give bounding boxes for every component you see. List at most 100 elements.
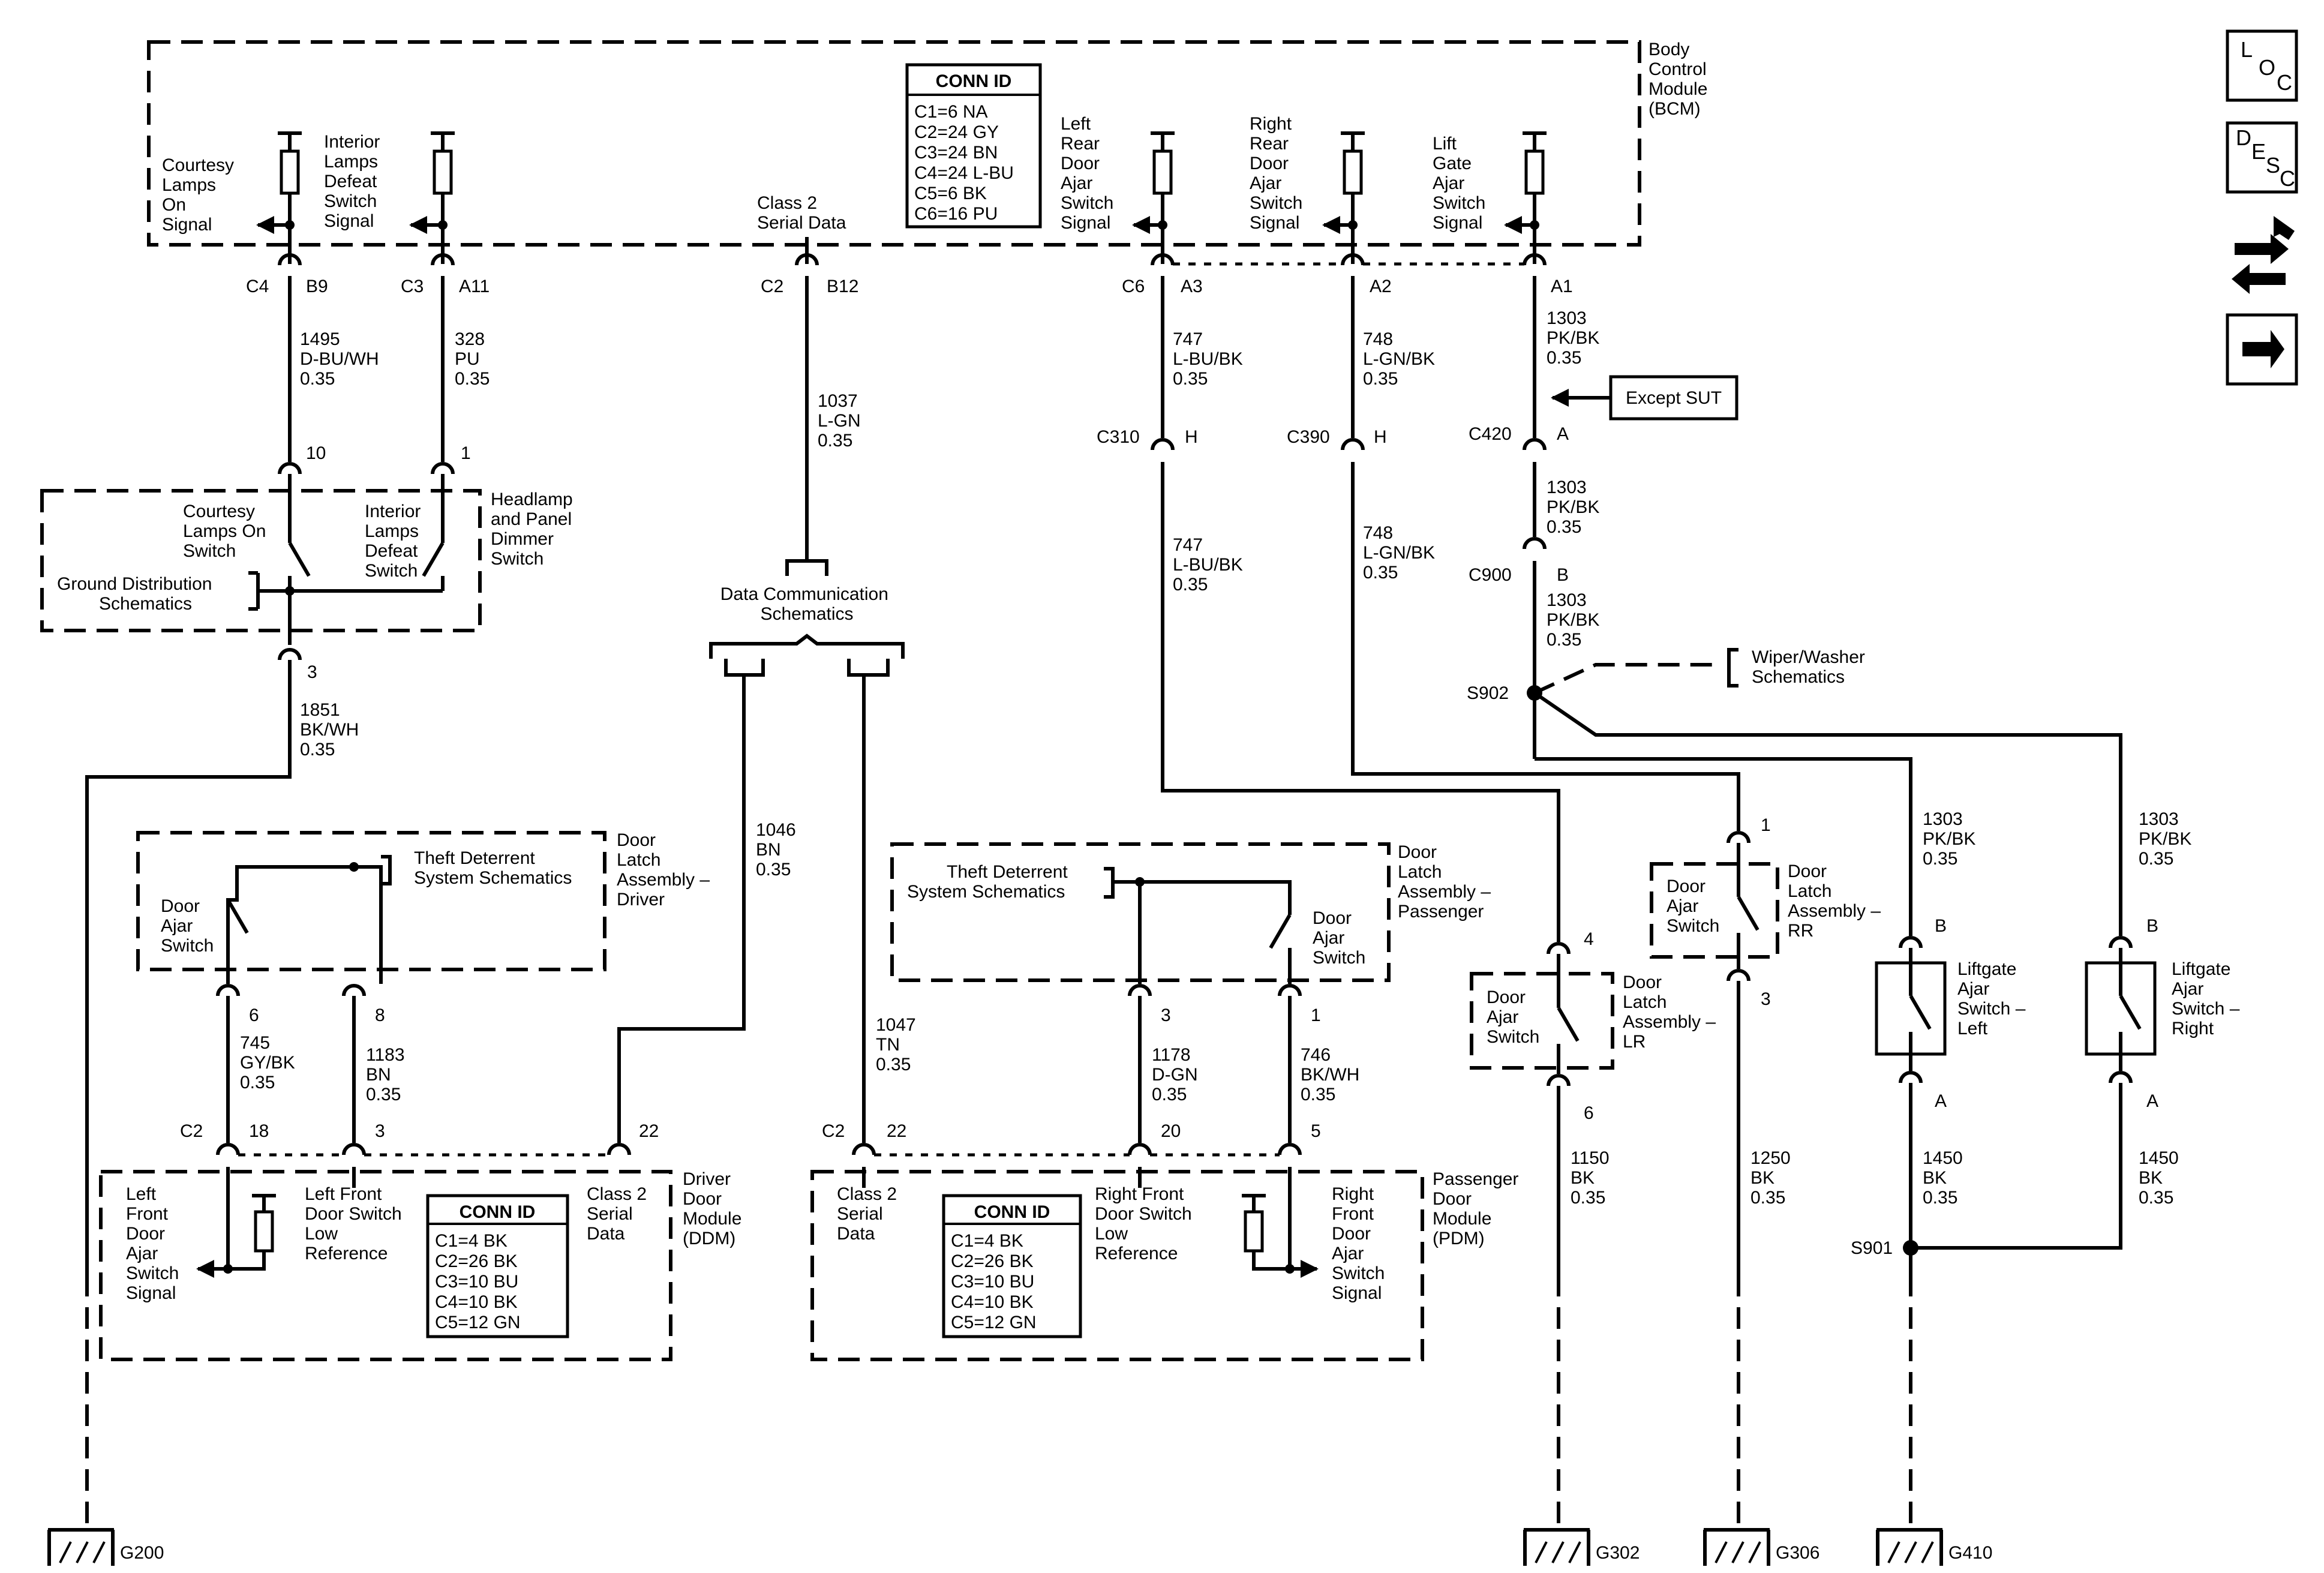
- rr-door-latch: [1727, 831, 1759, 981]
- pin-3-ddm: 3: [375, 1121, 385, 1141]
- bcm-connectors: [278, 253, 1547, 266]
- pin-6-lr: 6: [1584, 1103, 1594, 1123]
- rr-door-ajar-label: Door Ajar Switch: [1667, 876, 1719, 936]
- wire-1046-label: 1046 BN 0.35: [756, 820, 801, 879]
- svg-text:L: L: [2241, 37, 2253, 62]
- conn-c390: C390: [1287, 427, 1330, 447]
- pin-1: 1: [461, 443, 471, 463]
- pin-4: 4: [1584, 929, 1594, 949]
- conn-row: C5=12 GN: [435, 1313, 521, 1332]
- wiper-ref[interactable]: Wiper/Washer Schematics: [1752, 647, 1870, 687]
- connector-1-passenger: [1278, 984, 1302, 996]
- ddm-internals: [196, 1167, 356, 1278]
- conn-row: C2=26 BK: [435, 1251, 518, 1271]
- bcm-lr-signal: [1132, 131, 1175, 264]
- ground-g302: [1523, 1528, 1590, 1566]
- pin-5: 5: [1311, 1121, 1321, 1141]
- svg-text:C: C: [2277, 70, 2292, 95]
- data-comm-ref[interactable]: Data Communication Schematics: [720, 584, 893, 624]
- data-comm-bracket-right: [847, 659, 890, 677]
- conn-c6: C6: [1122, 277, 1145, 296]
- wire-1046: [617, 675, 746, 1143]
- loc-icon[interactable]: L O C: [2226, 29, 2298, 102]
- liftgate-right-label: Liftgate Ajar Switch – Right: [2172, 959, 2245, 1038]
- pin-10: 10: [306, 443, 326, 463]
- door-latch-rr-name: Door Latch Assembly – RR: [1788, 861, 1885, 941]
- conn-c2: C2: [761, 277, 783, 296]
- wire-1250-label: 1250 BK 0.35: [1750, 1148, 1795, 1208]
- pdm-box: [810, 1170, 1424, 1361]
- conn-id-title: CONN ID: [460, 1202, 536, 1222]
- connector-c900: [1523, 537, 1547, 550]
- ground-dist-ref[interactable]: Ground Distribution Schematics: [57, 574, 217, 614]
- pin-b-lgr: B: [2146, 916, 2158, 936]
- driver-door-ajar-switch: [226, 855, 392, 984]
- door-latch-lr-name: Door Latch Assembly – LR: [1623, 972, 1721, 1052]
- svg-text:S: S: [2266, 153, 2280, 178]
- pdm-internals: [862, 1167, 1319, 1278]
- pdm-name: Passenger Door Module (PDM): [1433, 1169, 1524, 1248]
- ddm-conn-id-table: CONN ID C1=4 BK C2=26 BK C3=10 BU C4=10 …: [426, 1194, 569, 1338]
- svg-text:O: O: [2259, 55, 2275, 80]
- data-comm-bracket-left: [724, 659, 765, 677]
- ddm-box: [99, 1170, 672, 1361]
- pin-20: 20: [1161, 1121, 1181, 1141]
- ground-g200: [47, 1528, 115, 1566]
- pin-b-c900: B: [1557, 565, 1569, 585]
- wire-1303-label-c: 1303 PK/BK 0.35: [1547, 590, 1605, 650]
- ddm-connectors: [216, 1143, 631, 1157]
- bcm-conn-id-table: CONN ID C1=6 NA C2=24 GY C3=24 BN C4=24 …: [905, 63, 1042, 229]
- conn-c420: C420: [1469, 424, 1512, 444]
- wire-1303-label-left: 1303 PK/BK 0.35: [1923, 809, 1981, 869]
- conn-row: C4=10 BK: [435, 1292, 518, 1312]
- class2-label: Class 2 Serial Data: [757, 193, 846, 233]
- lr-door-latch: [1547, 942, 1580, 1086]
- bcm-name: Body Control Module (BCM): [1649, 40, 1713, 119]
- pin-3-pass: 3: [1161, 1005, 1171, 1025]
- splice-s902-label: S902: [1467, 683, 1509, 703]
- liftgate-left-label: Liftgate Ajar Switch – Left: [1957, 959, 2031, 1038]
- bcm-liftgate-signal: [1504, 131, 1547, 264]
- next-arrow-icon[interactable]: [2226, 313, 2298, 386]
- splice-s901: [1903, 1240, 1918, 1256]
- wrench-arrows-icon[interactable]: [2232, 216, 2295, 294]
- connector-10: [278, 462, 302, 475]
- wiper-ref-bracket: [1727, 648, 1739, 688]
- pin-22-pdm: 22: [887, 1121, 906, 1141]
- pin-h-c310: H: [1185, 427, 1198, 447]
- wire-1178-label: 1178 D-GN 0.35: [1152, 1045, 1203, 1104]
- theft-ref-driver[interactable]: Theft Deterrent System Schematics: [414, 848, 572, 888]
- pin-b9: B9: [306, 277, 328, 296]
- wire-748-label-b: 748 L-GN/BK 0.35: [1363, 523, 1440, 583]
- conn-row: C4=24 L-BU: [914, 163, 1014, 183]
- except-sut-label: Except SUT: [1626, 388, 1722, 408]
- pin-a3: A3: [1181, 277, 1203, 296]
- svg-text:D: D: [2236, 125, 2251, 150]
- wire-328-label: 328 PU 0.35: [455, 329, 490, 389]
- wire-1303-label-right: 1303 PK/BK 0.35: [2139, 809, 2197, 869]
- connector-6-driver: [216, 984, 240, 996]
- wire-1450-right-label: 1450 BK 0.35: [2139, 1148, 2184, 1208]
- wire-1303-right: [1533, 691, 2122, 936]
- passenger-door-ajar-label: Door Ajar Switch: [1313, 908, 1365, 968]
- conn-row: C2=24 GY: [914, 122, 999, 142]
- connector-8-driver: [342, 984, 366, 996]
- wire-1450-right: [1911, 1083, 2122, 1250]
- conn-row: C4=10 BK: [951, 1292, 1034, 1312]
- pin-b-lgl: B: [1935, 916, 1947, 936]
- pin-3: 3: [307, 662, 317, 682]
- conn-c900: C900: [1469, 565, 1512, 585]
- conn-row: C6=16 PU: [914, 204, 998, 224]
- ground-g306: [1703, 1528, 1770, 1566]
- wire-1037-label: 1037 L-GN 0.35: [818, 391, 866, 451]
- door-latch-driver-name: Door Latch Assembly – Driver: [617, 830, 714, 909]
- conn-c2-ddm: C2: [180, 1121, 203, 1141]
- pdm-class2-label: Class 2 Serial Data: [837, 1184, 902, 1244]
- ground-g200-label: G200: [120, 1543, 164, 1563]
- wire-1047-label: 1047 TN 0.35: [876, 1015, 921, 1074]
- pdm-connectors: [852, 1143, 1302, 1157]
- theft-ref-passenger[interactable]: Theft Deterrent System Schematics: [907, 862, 1073, 902]
- passenger-door-ajar-switch: [1104, 867, 1292, 984]
- desc-icon[interactable]: D E S C: [2226, 121, 2298, 194]
- connector-1: [431, 462, 455, 475]
